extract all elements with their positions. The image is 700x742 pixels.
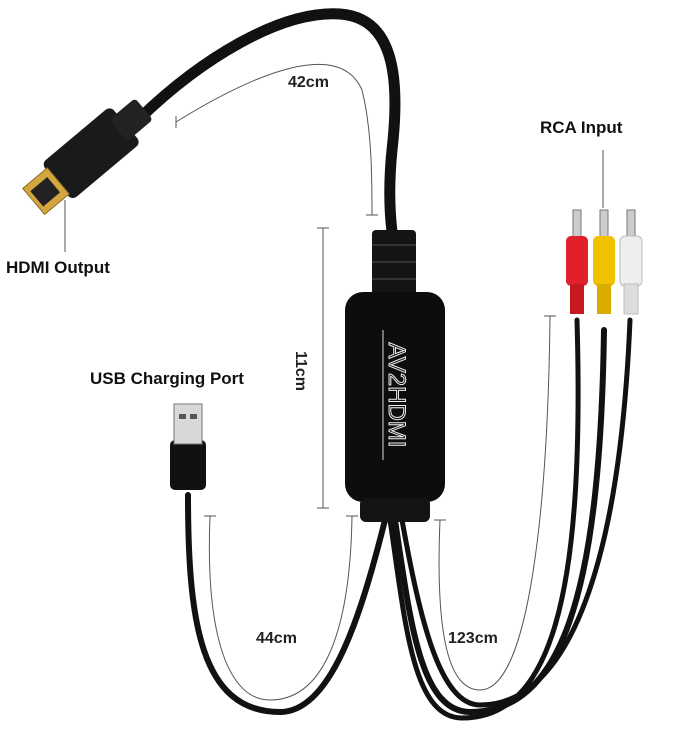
- hdmi-cable: [134, 8, 401, 238]
- rca-cable-yellow: [392, 327, 607, 716]
- dim-label-11cm: 11cm: [292, 350, 310, 392]
- label-hdmi-output: HDMI Output: [6, 258, 110, 277]
- label-usb-charging-port: USB Charging Port: [90, 369, 244, 388]
- usb-cable: [185, 492, 388, 716]
- dim-label-123cm: 123cm: [448, 630, 498, 647]
- usb-plug: [170, 403, 206, 490]
- adapter-box: [345, 230, 445, 522]
- dim-line-44cm: [208, 515, 353, 701]
- rca-plug-yellow: [593, 209, 615, 314]
- label-rca-input: RCA Input: [540, 118, 623, 137]
- dimension-lines: [64, 63, 604, 701]
- dim-line-42cm: [175, 63, 373, 216]
- dim-label-44cm: 44cm: [256, 630, 297, 647]
- dim-line-123cm: [438, 315, 551, 691]
- rca-cable-white: [399, 317, 633, 708]
- hdmi-plug: [22, 99, 152, 216]
- brand-text: AV2HDMI: [383, 343, 410, 448]
- rca-plug-white: [619, 209, 643, 315]
- rca-cable-red: [387, 317, 581, 721]
- rca-plug-red: [566, 209, 588, 314]
- dim-label-42cm: 42cm: [288, 74, 329, 91]
